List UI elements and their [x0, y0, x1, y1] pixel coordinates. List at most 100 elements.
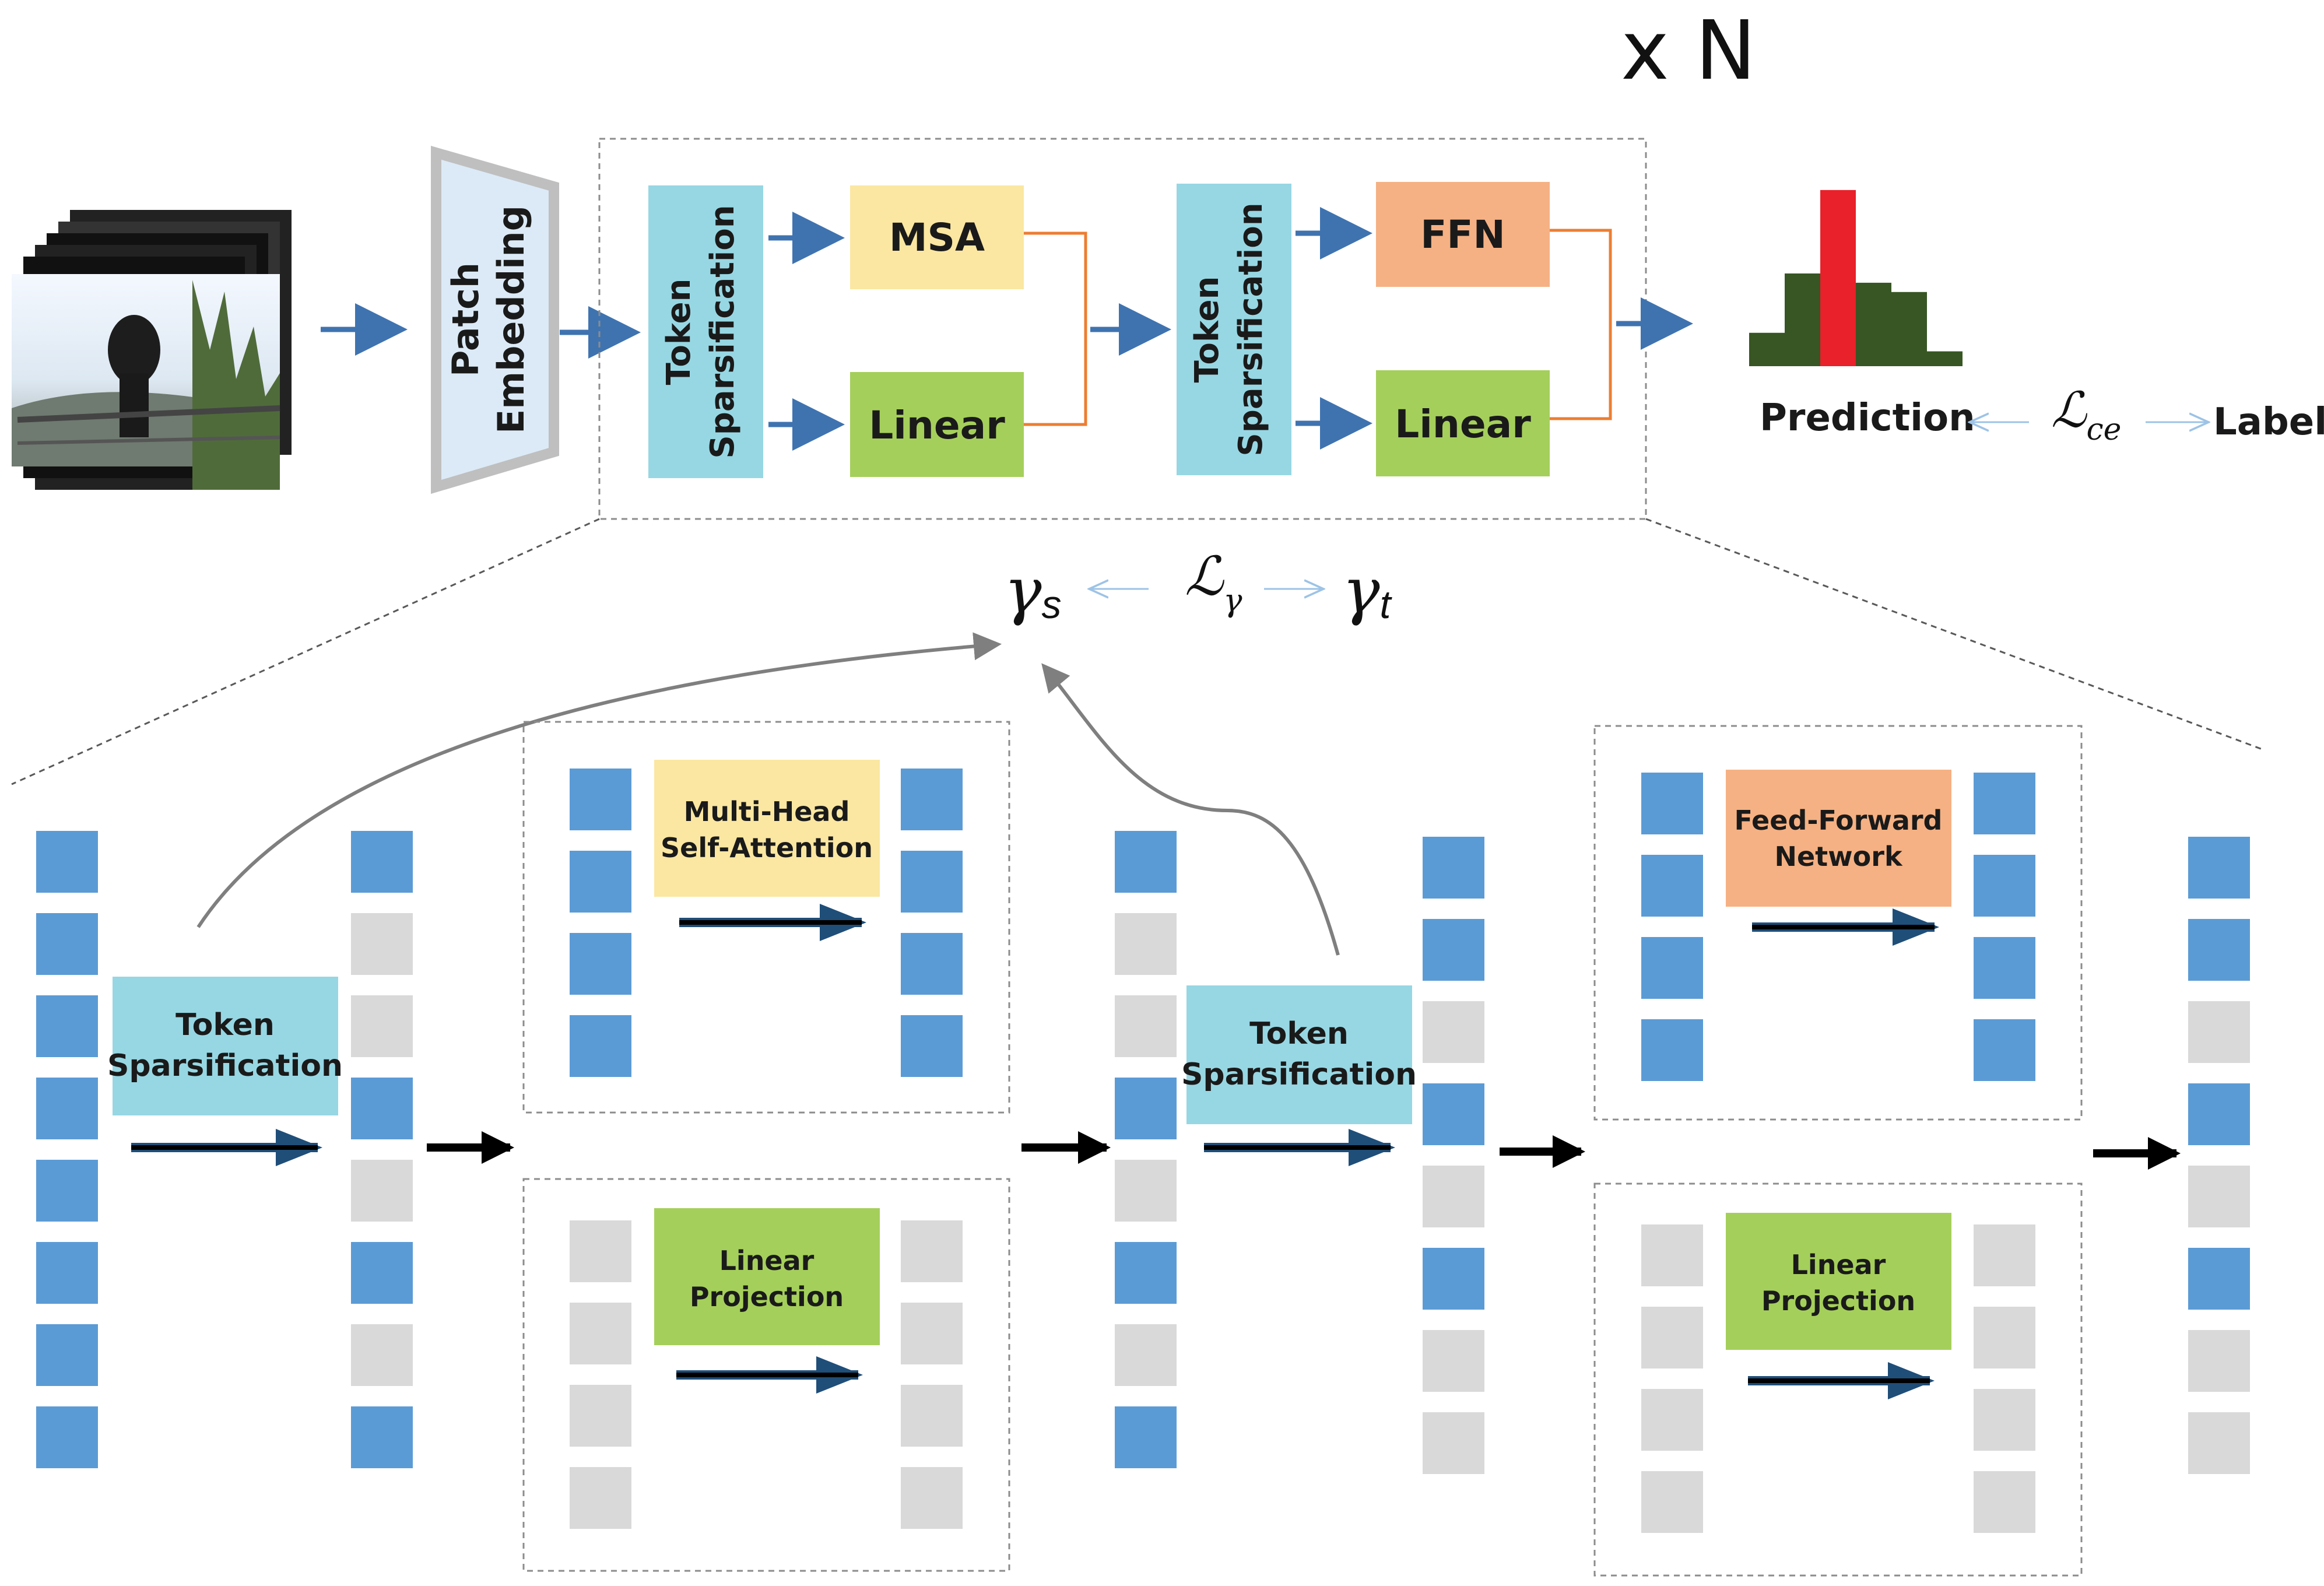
token-kept [1641, 855, 1703, 917]
token-sparsification-box-1: Token Sparsification [107, 977, 343, 1115]
ffn-branch-container [1593, 725, 2083, 1121]
token-dropped [570, 1220, 631, 1282]
token-kept [36, 1242, 98, 1304]
token-dropped [570, 1467, 631, 1529]
token-sparsification-block-2: Token Sparsification [1177, 184, 1291, 475]
token-kept [2188, 919, 2250, 981]
token-kept [1115, 1406, 1177, 1468]
token-dropped [901, 1303, 963, 1364]
token-kept [1974, 1019, 2035, 1081]
linear-branch-container-2 [1593, 1183, 2083, 1577]
token-dropped [1641, 1307, 1703, 1369]
svg-text:Linear: Linear [719, 1245, 815, 1276]
token-sparsification-box-2: Token Sparsification [1181, 985, 1417, 1124]
svg-text:Projection: Projection [690, 1281, 844, 1313]
token-dropped [1423, 1412, 1484, 1474]
token-kept [570, 933, 631, 995]
label-text: Label [2213, 401, 2324, 444]
token-kept [901, 1015, 963, 1077]
svg-text:Sparsification: Sparsification [1232, 202, 1270, 456]
token-dropped [1974, 1307, 2035, 1369]
token-kept [1974, 855, 2035, 917]
svg-text:MSA: MSA [889, 215, 985, 260]
token-dropped [1641, 1389, 1703, 1451]
token-dropped [1641, 1224, 1703, 1286]
token-kept [2188, 837, 2250, 899]
token-dropped [1115, 995, 1177, 1057]
token-kept [1115, 1078, 1177, 1139]
histogram-bar [1820, 190, 1856, 366]
token-kept [1423, 837, 1484, 899]
token-kept [570, 1015, 631, 1077]
token-dropped [1974, 1389, 2035, 1451]
token-dropped [351, 995, 413, 1057]
token-dropped [1115, 913, 1177, 975]
svg-text:Token: Token [1249, 1016, 1349, 1051]
svg-text:Token: Token [1188, 276, 1226, 383]
token-kept [901, 933, 963, 995]
svg-text:Self-Attention: Self-Attention [661, 832, 873, 864]
svg-text:Patch: Patch [444, 262, 487, 377]
token-kept [570, 851, 631, 913]
token-dropped [2188, 1330, 2250, 1392]
patch-embedding-line1: Patch [444, 262, 487, 377]
token-dropped [901, 1467, 963, 1529]
patch-embedding-line2: Embedding [490, 205, 532, 434]
token-kept [351, 831, 413, 893]
svg-text:Sparsification: Sparsification [704, 205, 742, 458]
token-kept [36, 1324, 98, 1386]
svg-text:Linear: Linear [1395, 402, 1531, 447]
svg-text:Linear: Linear [1791, 1249, 1886, 1280]
svg-text:Embedding: Embedding [490, 205, 532, 434]
token-kept [2188, 1248, 2250, 1310]
repeat-n-label: x N [1621, 3, 1756, 99]
token-dropped [1423, 1001, 1484, 1063]
token-kept [351, 1078, 413, 1139]
token-kept [1423, 1248, 1484, 1310]
svg-text:Linear: Linear [869, 403, 1005, 448]
token-columns [36, 769, 2250, 1533]
input-video-frames-image [12, 210, 292, 490]
token-dropped [901, 1220, 963, 1282]
token-dropped [1115, 1324, 1177, 1386]
token-dropped [351, 913, 413, 975]
token-kept [36, 995, 98, 1057]
token-sparsification-block-1: Token Sparsification [648, 185, 763, 478]
mhsa-branch-container [522, 721, 1010, 1114]
token-kept [1641, 1019, 1703, 1081]
token-kept [1115, 831, 1177, 893]
svg-text:Multi-Head: Multi-Head [684, 796, 850, 827]
linear-projection-box-2: Linear Projection [1726, 1213, 1951, 1350]
token-dropped [570, 1303, 631, 1364]
svg-text:Network: Network [1774, 841, 1902, 872]
token-dropped [570, 1385, 631, 1447]
token-kept [1423, 919, 1484, 981]
prediction-histogram-icon [1749, 190, 1963, 366]
token-kept [36, 1078, 98, 1139]
token-dropped [1641, 1471, 1703, 1533]
token-dropped [1115, 1160, 1177, 1222]
histogram-bar [1785, 273, 1820, 366]
token-dropped [1423, 1166, 1484, 1227]
loss-ce-label: ℒce [2051, 381, 2121, 447]
token-kept [351, 1242, 413, 1304]
multi-head-self-attention-box: Multi-Head Self-Attention [654, 760, 880, 897]
token-dropped [351, 1160, 413, 1222]
histogram-bar [1891, 292, 1927, 366]
token-dropped [1974, 1224, 2035, 1286]
token-dropped [2188, 1412, 2250, 1474]
svg-text:Token: Token [175, 1008, 275, 1043]
token-dropped [1423, 1330, 1484, 1392]
histogram-bar [1749, 332, 1785, 366]
histogram-bar [1927, 351, 1963, 366]
linear-projection-box-1: Linear Projection [654, 1208, 880, 1345]
token-dropped [901, 1385, 963, 1447]
token-dropped [2188, 1001, 2250, 1063]
token-kept [1974, 937, 2035, 999]
ffn-block: FFN [1376, 182, 1550, 287]
svg-text:Sparsification: Sparsification [1181, 1057, 1417, 1092]
svg-text:Token: Token [660, 279, 698, 385]
stage-flow-arrows [427, 1131, 2181, 1170]
token-kept [570, 769, 631, 830]
